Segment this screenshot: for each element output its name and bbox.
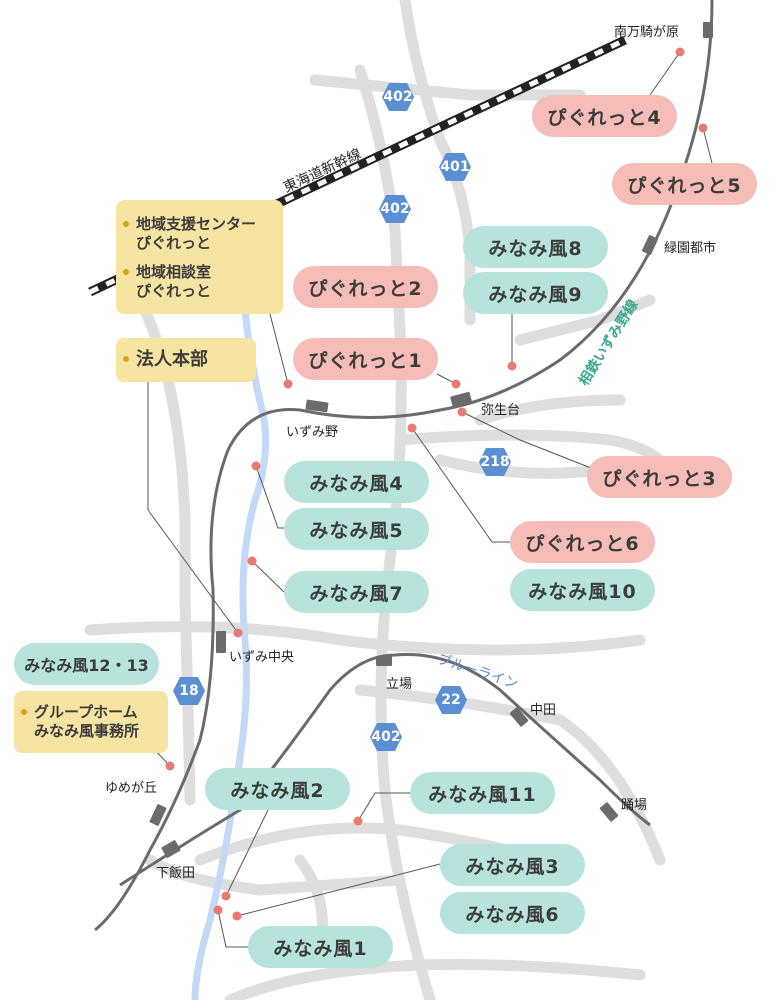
route-402-badge-mid: 402 bbox=[378, 194, 412, 224]
consultation-room-name: 地域相談室 bbox=[136, 263, 212, 281]
route-401-badge: 401 bbox=[438, 152, 472, 182]
station-minamimakigahara: 南万騎が原 bbox=[614, 25, 680, 40]
station-tateba: 立場 bbox=[386, 677, 413, 692]
station-ryokuentoshi: 緑園都市 bbox=[664, 241, 717, 256]
support-center-item: 地域支援センター ぴぐれっと bbox=[122, 215, 283, 253]
facility-minamikaze-11: みなみ風11 bbox=[410, 772, 555, 814]
station-markers bbox=[149, 22, 713, 858]
headquarters-item: 法人本部 bbox=[122, 350, 256, 370]
consultation-room-sub: ぴぐれっと bbox=[136, 282, 212, 300]
station-yayoidai: 弥生台 bbox=[481, 403, 521, 418]
facility-minamikaze-5: みなみ風5 bbox=[284, 508, 429, 550]
facility-dots bbox=[165, 47, 708, 921]
facility-pigurette-2: ぴぐれっと2 bbox=[293, 266, 438, 308]
facility-minamikaze-10: みなみ風10 bbox=[510, 569, 655, 611]
facility-pigurette-5: ぴぐれっと5 bbox=[612, 163, 757, 205]
office-box-grouphome: グループホーム みなみ風事務所 bbox=[14, 691, 168, 753]
facility-minamikaze-7: みなみ風7 bbox=[284, 571, 429, 613]
support-center-sub: ぴぐれっと bbox=[136, 234, 212, 252]
leader-lines bbox=[147, 51, 713, 948]
station-izumichuo: いずみ中央 bbox=[229, 650, 295, 665]
facility-pigurette-3: ぴぐれっと3 bbox=[587, 456, 732, 498]
river bbox=[191, 306, 270, 1000]
route-402-badge-south: 402 bbox=[369, 722, 403, 752]
station-nakada: 中田 bbox=[530, 703, 557, 718]
blue-line bbox=[119, 652, 651, 887]
facility-minamikaze-4: みなみ風4 bbox=[284, 461, 429, 503]
facility-minamikaze-6: みなみ風6 bbox=[440, 892, 585, 934]
consultation-room-item: 地域相談室 ぴぐれっと bbox=[122, 263, 283, 301]
facility-minamikaze-1: みなみ風1 bbox=[248, 926, 393, 968]
grouphome-name: グループホーム bbox=[34, 703, 138, 721]
facility-minamikaze-2: みなみ風2 bbox=[205, 768, 350, 810]
route-218-badge: 218 bbox=[478, 447, 512, 477]
facility-minamikaze-9: みなみ風9 bbox=[463, 272, 608, 314]
route-22-badge: 22 bbox=[434, 685, 468, 715]
station-odoriba: 踊場 bbox=[621, 798, 648, 813]
support-center-name: 地域支援センター bbox=[136, 215, 257, 233]
grouphome-item: グループホーム みなみ風事務所 bbox=[20, 703, 168, 741]
facility-minamikaze-3: みなみ風3 bbox=[440, 844, 585, 886]
route-18-badge: 18 bbox=[172, 676, 206, 706]
facility-pigurette-4: ぴぐれっと4 bbox=[532, 95, 677, 137]
headquarters-name: 法人本部 bbox=[136, 349, 208, 370]
facility-minamikaze-12-13: みなみ風12・13 bbox=[14, 643, 159, 685]
station-yumegaoka: ゆめが丘 bbox=[105, 781, 158, 796]
office-box-support-center: 地域支援センター ぴぐれっと 地域相談室 ぴぐれっと bbox=[116, 200, 283, 314]
office-box-headquarters: 法人本部 bbox=[116, 338, 256, 382]
route-402-badge-north: 402 bbox=[381, 82, 415, 112]
station-shimoiida: 下飯田 bbox=[156, 866, 196, 881]
facility-minamikaze-8: みなみ風8 bbox=[463, 226, 608, 268]
facility-pigurette-6: ぴぐれっと6 bbox=[510, 521, 655, 563]
grouphome-office-name: みなみ風事務所 bbox=[34, 722, 140, 740]
station-izumino: いずみ野 bbox=[286, 425, 339, 440]
facility-pigurette-1: ぴぐれっと1 bbox=[293, 338, 438, 380]
